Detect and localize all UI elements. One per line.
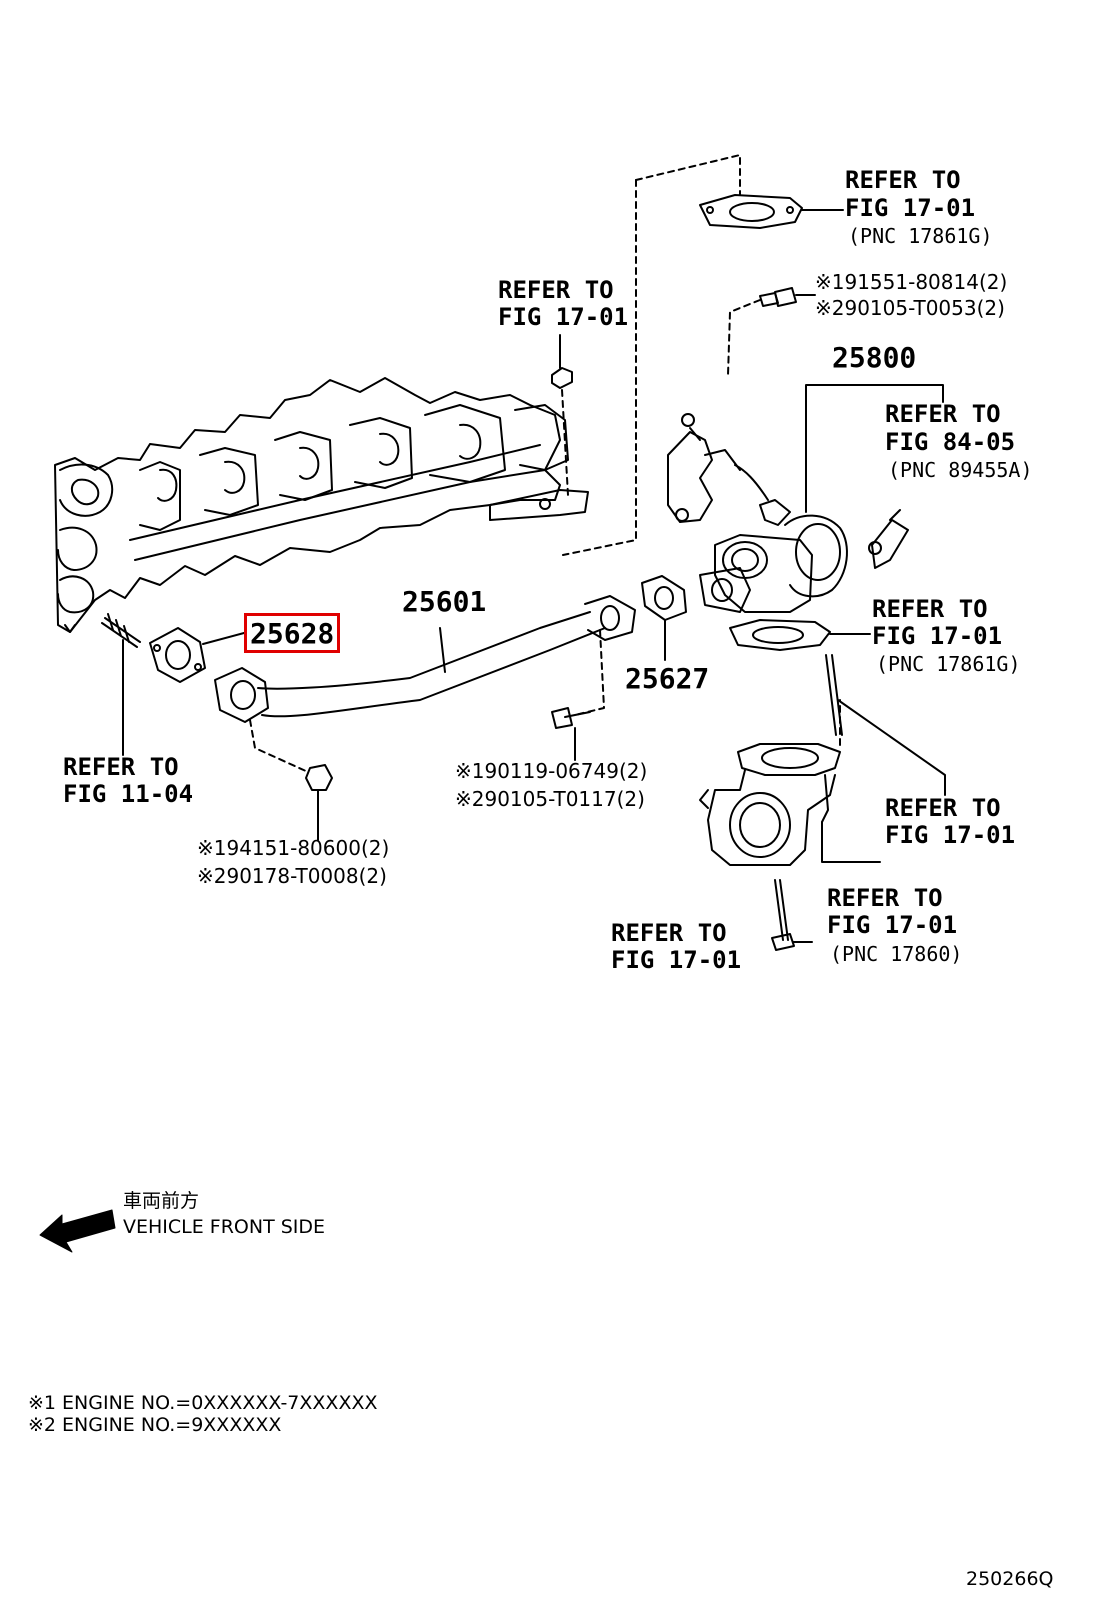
- ref-sensor-pnc: (PNC 89455A): [888, 458, 1033, 482]
- gasket-25627-drawing: [641, 575, 687, 661]
- ref-top-stud-fig[interactable]: FIG 17-01: [498, 303, 629, 331]
- vehicle-front-arrow: [39, 1209, 116, 1253]
- gasket-25628-drawing: [149, 627, 245, 683]
- diagram-id: 250266Q: [966, 1568, 1054, 1590]
- ref-cooler-body-pnc: (PNC 17860): [830, 942, 963, 966]
- egr-cooler-drawing: [699, 654, 946, 951]
- part-25628-label[interactable]: 25628: [250, 617, 335, 650]
- ref-top-stud-refer: REFER TO: [498, 276, 614, 304]
- ref-cooler-bolt-fig[interactable]: FIG 17-01: [885, 821, 1016, 849]
- valve-bolt-code-1[interactable]: ※191551-80814(2): [815, 270, 1008, 294]
- ref-valve-gasket-refer: REFER TO: [872, 595, 988, 623]
- highlight-box: [244, 613, 340, 653]
- head-stud: [101, 613, 141, 756]
- ref-cooler-bolt-refer: REFER TO: [885, 794, 1001, 822]
- ref-lower-bolt-fig[interactable]: FIG 17-01: [611, 946, 742, 974]
- pipe-bolt-code-1[interactable]: ※190119-06749(2): [455, 759, 648, 783]
- egr-valve-drawing: [667, 384, 944, 613]
- ref-left-stud-fig[interactable]: FIG 11-04: [63, 780, 194, 808]
- ref-sensor-fig[interactable]: FIG 84-05: [885, 428, 1016, 456]
- ref-cooler-body-fig[interactable]: FIG 17-01: [827, 911, 958, 939]
- ref-top-gasket-fig[interactable]: FIG 17-01: [845, 194, 976, 222]
- valve-bolt-code-2[interactable]: ※290105-T0053(2): [815, 296, 1005, 320]
- pipe-nut: [305, 764, 333, 841]
- ref-valve-gasket-pnc: (PNC 17861G): [876, 652, 1021, 676]
- ref-left-stud-refer: REFER TO: [63, 753, 179, 781]
- pipe-nut-code-2[interactable]: ※290178-T0008(2): [197, 864, 387, 888]
- ref-sensor-refer: REFER TO: [885, 400, 1001, 428]
- valve-gasket: [729, 619, 871, 651]
- vehicle-front-jp: 車両前方: [123, 1190, 200, 1212]
- note-engine-2: ※2 ENGINE NO.=9XXXXXX: [28, 1414, 282, 1436]
- pipe-bolt-code-2[interactable]: ※290105-T0117(2): [455, 787, 645, 811]
- part-25601-label[interactable]: 25601: [402, 585, 487, 618]
- egr-pipe-drawing: [214, 595, 636, 773]
- ref-cooler-body-refer: REFER TO: [827, 884, 943, 912]
- ref-top-gasket-refer: REFER TO: [845, 166, 961, 194]
- pipe-nut-code-1[interactable]: ※194151-80600(2): [197, 836, 390, 860]
- pipe-bolt: [551, 707, 591, 761]
- note-engine-1: ※1 ENGINE NO.=0XXXXXX-7XXXXXX: [28, 1392, 378, 1414]
- ref-lower-bolt-refer: REFER TO: [611, 919, 727, 947]
- part-25627-label[interactable]: 25627: [625, 662, 710, 695]
- ref-valve-gasket-fig[interactable]: FIG 17-01: [872, 622, 1003, 650]
- valve-bolt: [727, 287, 816, 376]
- vehicle-front-en: VEHICLE FRONT SIDE: [123, 1216, 326, 1238]
- ref-top-gasket-pnc: (PNC 17861G): [848, 224, 993, 248]
- intake-manifold-drawing: [54, 377, 589, 633]
- top-gasket: [562, 154, 844, 556]
- manifold-stud: [551, 334, 573, 496]
- part-25800-label[interactable]: 25800: [832, 341, 917, 374]
